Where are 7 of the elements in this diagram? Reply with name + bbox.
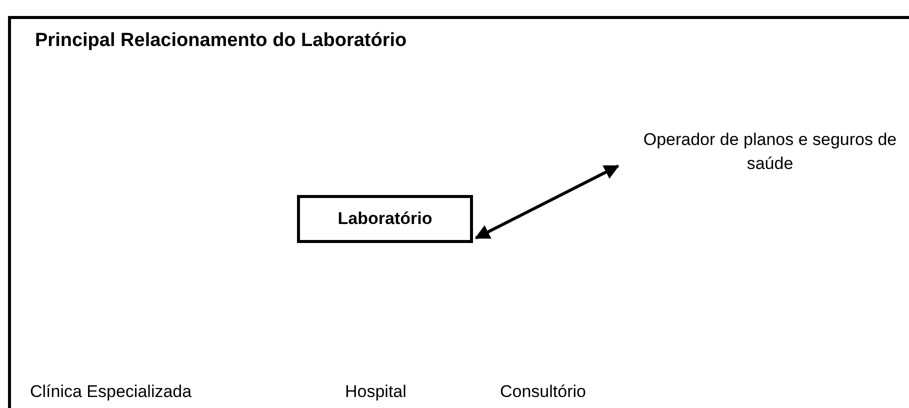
entity-label: Operador de planos e seguros de saúde	[620, 128, 909, 180]
category-label: Clínica Especializada	[30, 382, 192, 402]
arrow	[474, 164, 620, 240]
category-label: Consultório	[500, 382, 586, 402]
category-label: Hospital	[345, 382, 406, 402]
diagram-title: Principal Relacionamento do Laboratório	[35, 30, 407, 52]
process-box: Laboratório	[297, 195, 473, 243]
